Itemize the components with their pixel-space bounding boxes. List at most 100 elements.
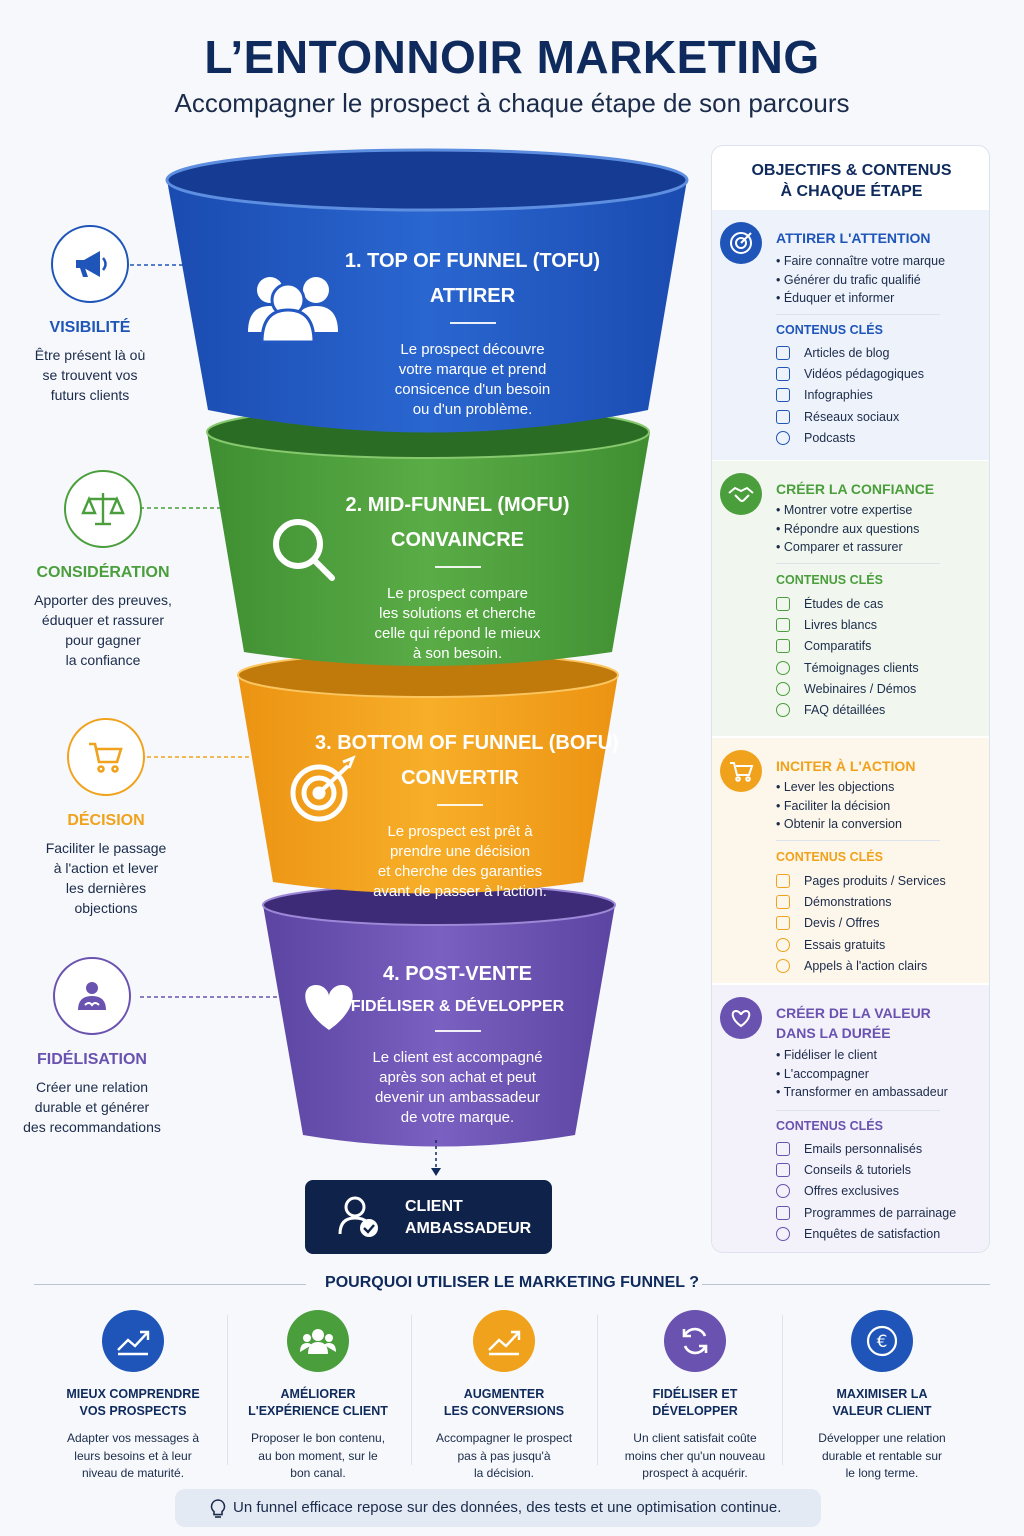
panel-section-valeur: CRÉER DE LA VALEUR DANS LA DURÉE • Fidél…	[712, 985, 989, 1252]
stage-description: Le prospect est prêt à prendre une décis…	[373, 823, 547, 900]
infographic-icon	[776, 388, 790, 403]
question-icon	[776, 703, 790, 718]
euro-icon: €	[851, 1310, 913, 1372]
left-item-fidelisation: FIDÉLISATION Créer une relation durable …	[22, 957, 162, 1137]
cart-icon	[67, 718, 145, 796]
panel-section-attirer: ATTIRER L'ATTENTION • Faire connaître vo…	[712, 210, 989, 460]
content-item: Vidéos pédagogiques	[776, 363, 924, 384]
left-item-title: CONSIDÉRATION	[36, 564, 170, 581]
users-icon	[248, 277, 338, 344]
section-bullets: • Faire connaître votre marque • Générer…	[776, 252, 945, 308]
content-item: Démonstrations	[776, 891, 946, 912]
svg-text:€: €	[877, 1332, 888, 1352]
handshake-user-icon	[53, 957, 131, 1035]
content-item: Comparatifs	[776, 636, 919, 657]
divider	[776, 314, 940, 315]
bullet: • Éduquer et informer	[776, 291, 895, 305]
funnel-stage-4-shape	[263, 905, 615, 1147]
share-icon	[776, 409, 790, 424]
tutorial-icon	[776, 1162, 790, 1177]
why-item-title: AUGMENTER LES CONVERSIONS	[443, 1387, 565, 1418]
video-icon	[776, 366, 790, 381]
funnel-graphic	[130, 148, 689, 1176]
scale-icon	[64, 470, 142, 548]
content-item: Infographies	[776, 385, 924, 406]
bullet: • Faciliter la décision	[776, 798, 891, 813]
refresh-icon	[664, 1310, 726, 1372]
divider	[437, 804, 483, 806]
left-item-title: DÉCISION	[67, 812, 145, 829]
content-list: Pages produits / Services Démonstrations…	[776, 870, 946, 976]
divider	[776, 840, 940, 841]
funnel-stage-1: 1. TOP OF FUNNEL (TOFU) ATTIRER Le prosp…	[340, 250, 605, 420]
content-item: Emails personnalisés	[776, 1138, 956, 1159]
left-item-description: Créer une relation durable et générer de…	[23, 1079, 161, 1135]
content-list: Études de cas Livres blancs Comparatifs …	[776, 593, 919, 721]
survey-icon	[776, 1226, 790, 1241]
handshake-icon	[720, 473, 762, 515]
divider	[702, 1284, 990, 1285]
page-title: L’ENTONNOIR MARKETING	[204, 31, 820, 83]
contenus-label: CONTENUS CLÉS	[776, 573, 883, 587]
divider	[776, 1110, 940, 1111]
why-item-title: MIEUX COMPRENDRE VOS PROSPECTS	[66, 1387, 200, 1418]
tip-banner: Un funnel efficace repose sur des donnée…	[175, 1489, 821, 1527]
case-study-icon	[776, 596, 790, 611]
stage-title: 1. TOP OF FUNNEL (TOFU)	[344, 250, 601, 272]
bullet: • L'accompagner	[776, 1066, 869, 1081]
bullet: • Répondre aux questions	[776, 521, 920, 536]
left-item-decision: DÉCISION Faciliter le passage à l'action…	[36, 718, 176, 918]
client-ambassador-label: CLIENT AMBASSADEUR	[405, 1198, 532, 1237]
content-item: Articles de blog	[776, 342, 924, 363]
bullet: • Fidéliser le client	[776, 1048, 877, 1062]
stage-title: 4. POST-VENTE	[383, 963, 532, 985]
left-item-description: Apporter des preuves, éduquer et rassure…	[34, 592, 172, 668]
tip-text: Un funnel efficace repose sur des donnée…	[233, 1499, 782, 1516]
stage-description: Le prospect découvre votre marque et pre…	[394, 341, 551, 418]
divider	[411, 1315, 412, 1465]
divider	[434, 1030, 481, 1032]
bullet: • Générer du trafic qualifié	[776, 272, 921, 287]
content-item: Programmes de parrainage	[776, 1202, 956, 1223]
panel-title: OBJECTIFS & CONTENUS À CHAQUE ÉTAPE	[751, 162, 952, 200]
trial-icon	[776, 937, 790, 952]
content-item: Podcasts	[776, 427, 924, 448]
content-item: Enquêtes de satisfaction	[776, 1223, 956, 1244]
content-item: Études de cas	[776, 593, 919, 614]
section-bullets: • Lever les objections • Faciliter la dé…	[776, 778, 902, 834]
megaphone-icon	[51, 225, 129, 303]
panel-section-action: INCITER À L'ACTION • Lever les objection…	[712, 738, 989, 983]
webinar-icon	[776, 681, 790, 696]
cta-icon	[776, 958, 790, 973]
why-item: FIDÉLISER ET DÉVELOPPER Un client satisf…	[605, 1310, 785, 1483]
heart-icon	[720, 997, 762, 1039]
heart-icon	[305, 985, 353, 1030]
why-item-description: Adapter vos messages à leurs besoins et …	[66, 1431, 200, 1480]
why-item: MIEUX COMPRENDRE VOS PROSPECTS Adapter v…	[43, 1310, 223, 1483]
stage-title: 3. BOTTOM OF FUNNEL (BOFU)	[315, 732, 619, 754]
left-item-consideration: CONSIDÉRATION Apporter des preuves, éduq…	[28, 470, 178, 670]
target-icon	[290, 755, 356, 822]
target-icon	[720, 222, 762, 264]
funnel-stage-1-shape	[167, 180, 687, 433]
why-item-title: AMÉLIORER L'EXPÉRIENCE CLIENT	[248, 1387, 388, 1418]
bullet: • Montrer votre expertise	[776, 503, 913, 517]
funnel-stage-3: 3. BOTTOM OF FUNNEL (BOFU) CONVERTIR Le …	[315, 732, 619, 902]
content-item: Livres blancs	[776, 614, 919, 635]
book-icon	[776, 617, 790, 632]
stage-subtitle: CONVERTIR	[401, 767, 519, 789]
bullet: • Lever les objections	[776, 780, 895, 794]
funnel-stage-3-shape	[238, 675, 618, 894]
why-item: € MAXIMISER LA VALEUR CLIENT Développer …	[792, 1310, 972, 1483]
objectives-panel: OBJECTIFS & CONTENUS À CHAQUE ÉTAPE ATTI…	[711, 145, 990, 1253]
why-item-description: Proposer le bon contenu, au bon moment, …	[250, 1431, 386, 1480]
section-bullets: • Montrer votre expertise • Répondre aux…	[776, 501, 919, 557]
divider	[449, 322, 496, 324]
contenus-label: CONTENUS CLÉS	[776, 1119, 883, 1133]
left-item-description: Être présent là où se trouvent vos futur…	[34, 347, 146, 403]
left-item-description: Faciliter le passage à l'action et lever…	[45, 840, 167, 916]
why-item: AUGMENTER LES CONVERSIONS Accompagner le…	[414, 1310, 594, 1483]
why-item-title: FIDÉLISER ET DÉVELOPPER	[652, 1387, 738, 1418]
section-title: ATTIRER L'ATTENTION	[776, 230, 931, 246]
content-list: Articles de blog Vidéos pédagogiques Inf…	[776, 342, 924, 448]
